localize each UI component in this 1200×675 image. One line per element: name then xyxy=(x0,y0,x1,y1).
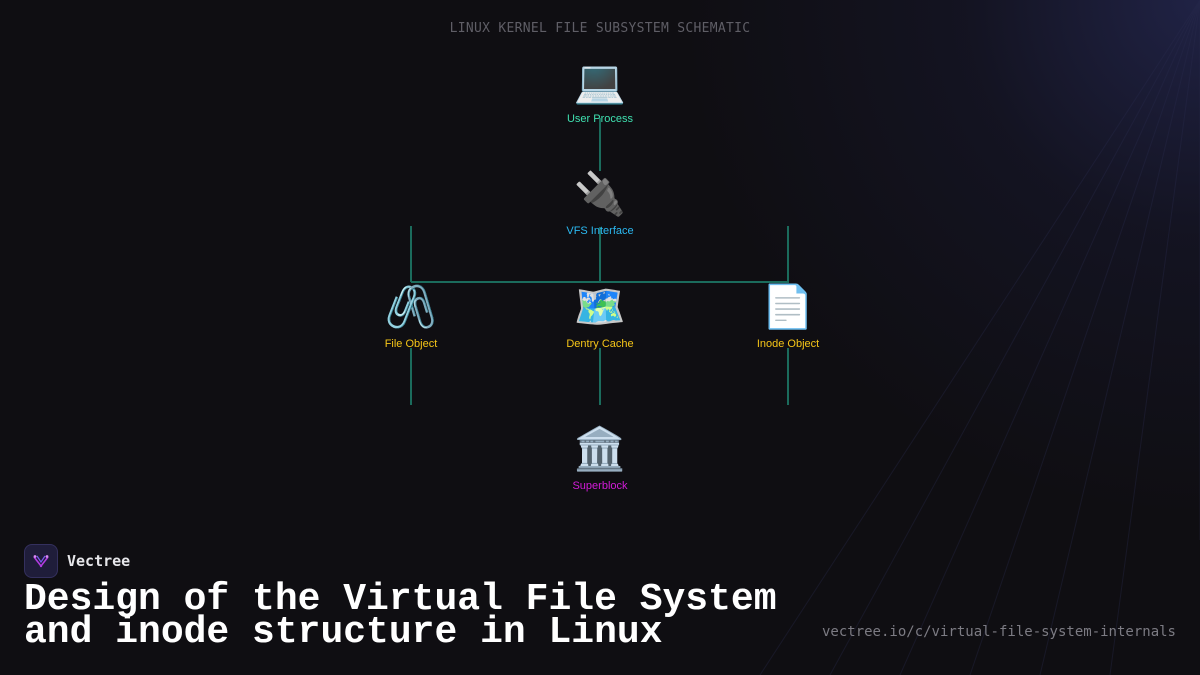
node-label-dentry-cache: Dentry Cache xyxy=(566,338,634,350)
laptop-icon: 💻 xyxy=(573,57,627,106)
classical-building-icon: 🏛️ xyxy=(573,424,627,473)
plug-icon: 🔌 xyxy=(573,169,627,218)
brand-name: Vectree xyxy=(67,552,131,570)
brand[interactable]: Vectree xyxy=(24,544,130,578)
page-url[interactable]: vectree.io/c/virtual-file-system-interna… xyxy=(821,624,1176,640)
node-label-inode-object: Inode Object xyxy=(756,338,820,350)
vectree-logo-icon xyxy=(24,544,58,578)
headline-line-1: Design of the Virtual File System xyxy=(24,578,777,621)
document-icon: 📄 xyxy=(761,282,815,331)
schematic-title: LINUX KERNEL FILE SUBSYSTEM SCHEMATIC xyxy=(449,21,751,36)
node-label-superblock: Superblock xyxy=(572,480,628,492)
node-vfs-interface[interactable]: 🔌 VFS Interface xyxy=(530,168,670,238)
world-map-icon: 🗺️ xyxy=(573,282,627,331)
headline: Design of the Virtual File System and in… xyxy=(24,578,804,654)
node-label-file-object: File Object xyxy=(384,338,438,350)
node-superblock[interactable]: 🏛️ Superblock xyxy=(530,423,670,493)
node-label-user-process: User Process xyxy=(566,113,634,125)
node-dentry-cache[interactable]: 🗺️ Dentry Cache xyxy=(530,281,670,351)
paperclips-icon: 🖇️ xyxy=(384,282,438,331)
node-user-process[interactable]: 💻 User Process xyxy=(530,56,670,126)
headline-line-2: and inode structure in Linux xyxy=(24,611,663,654)
node-inode-object[interactable]: 📄 Inode Object xyxy=(718,281,858,351)
node-file-object[interactable]: 🖇️ File Object xyxy=(341,281,481,351)
node-label-vfs-interface: VFS Interface xyxy=(566,225,634,237)
